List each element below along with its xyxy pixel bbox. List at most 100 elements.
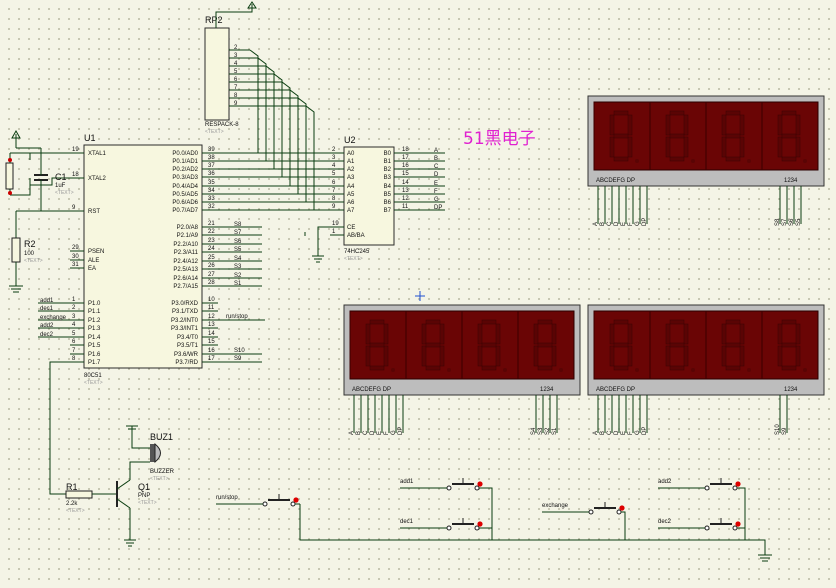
u1-pin-name: P2.7/A15 [173, 284, 198, 290]
segment [439, 323, 445, 345]
buz1-text: <TEXT> [150, 476, 169, 482]
u2-buffer[interactable]: U2 74HC245 <TEXT> 2A03A14A25A36A47A58A69… [330, 135, 445, 262]
segment [425, 319, 441, 325]
p2-net-label: S7 [234, 230, 242, 236]
display-pin-label: G [391, 430, 397, 435]
segment [481, 342, 497, 348]
add1-button[interactable]: add1 [400, 478, 493, 540]
segment [613, 319, 629, 325]
segment [665, 114, 671, 136]
segment [613, 156, 629, 162]
u1-pin-number: 19 [72, 147, 79, 153]
u2-out-net-label: E [434, 181, 438, 187]
u1-microcontroller[interactable]: U1 80C51 <TEXT> 19XTAL118XTAL29RST29PSEN… [70, 133, 218, 386]
button-contact [446, 485, 452, 491]
segment [627, 114, 633, 136]
segment [477, 323, 483, 345]
dec2-button[interactable]: dec2 [658, 518, 745, 531]
u1-pin-name: P2.5/A13 [173, 267, 198, 273]
u2-pin-number: 7 [332, 188, 336, 194]
segment [669, 319, 685, 325]
p2-net-label: S8 [234, 222, 242, 228]
u2-pin-number: 13 [402, 188, 409, 194]
rp2-pin-number: 6 [234, 77, 238, 83]
q1-ref: Q1 [138, 482, 150, 492]
u1-pin-number: 28 [208, 280, 215, 286]
u1-pin-name: XTAL1 [88, 151, 107, 157]
u1-pin-number: 37 [208, 163, 215, 169]
rp2-pin-number: 4 [234, 61, 238, 67]
decimal-point [559, 368, 563, 372]
display-pin-label: D [614, 430, 620, 435]
u2-pin-number: 9 [332, 204, 336, 210]
r2-resistor[interactable]: R2 100 <TEXT> [11, 211, 43, 286]
buz1-ref: BUZ1 [150, 432, 173, 442]
u2-pin-number: 19 [332, 221, 339, 227]
p1-net-label: dec1 [40, 306, 54, 312]
display-digit-net: S1 [552, 427, 558, 435]
rp2-pin-number: 2 [234, 45, 238, 51]
button-contact [262, 501, 268, 507]
c1-capacitor[interactable]: C1 1uF <TEXT> [34, 160, 74, 211]
run-stop-button[interactable]: run/stop [216, 494, 300, 507]
display-pin-label: DP [642, 218, 648, 226]
button-contact [290, 501, 296, 507]
display-pin-label: E [621, 431, 627, 435]
r2-text: <TEXT> [24, 258, 43, 264]
u2-pin-name: A7 [347, 208, 355, 214]
u2-pin-name: A3 [347, 175, 355, 181]
u2-out-net-label: B [434, 156, 438, 162]
rp2-pin-number: 7 [234, 85, 238, 91]
u1-pin-name: P0.2/AD2 [172, 167, 198, 173]
display-seg-label: ABCDEFG DP [352, 387, 391, 393]
segment [495, 345, 501, 367]
p2-net-label: S5 [234, 247, 242, 253]
u1-type: 80C51 [84, 373, 102, 379]
u1-pin-number: 39 [208, 147, 215, 153]
u2-pin-name: A0 [347, 151, 355, 157]
display-pin-label: F [384, 431, 390, 435]
u2-pin-number: 3 [332, 155, 336, 161]
dec1-button[interactable]: dec1 [400, 518, 492, 531]
segment [725, 156, 741, 162]
display-digit-net: S7 [782, 218, 788, 226]
r1-resistor[interactable]: R1 2.2k <TEXT> [65, 482, 116, 514]
u1-pin-name: P1.7 [88, 360, 101, 366]
r2-value: 100 [24, 251, 35, 257]
u1-pin-name: P0.7/AD7 [172, 208, 198, 214]
u1-pin-name: P3.2/INT0 [171, 318, 199, 324]
u1-pin-number: 22 [208, 229, 215, 235]
u1-pin-name: P2.6/A14 [173, 276, 198, 282]
decimal-point [747, 368, 751, 372]
button-wire [737, 487, 746, 540]
buz1-buzzer[interactable]: BUZ1 BUZZER <TEXT> [126, 425, 175, 482]
q1-transistor[interactable]: Q1 PNP <TEXT> [116, 461, 157, 547]
u2-pin-name: B2 [384, 167, 392, 173]
p2-net-label: S4 [234, 256, 242, 262]
u1-pin-number: 4 [72, 322, 76, 328]
segment [725, 319, 741, 325]
display-digit-net: S4 [531, 427, 537, 435]
u2-pin-name: A2 [347, 167, 355, 173]
u1-pin-name: P2.4/A12 [173, 259, 198, 265]
u1-pin-name: P0.6/AD6 [172, 200, 198, 206]
segment [369, 319, 385, 325]
u2-text: <TEXT> [344, 256, 363, 262]
u1-pin-number: 30 [72, 254, 79, 260]
rp2-pin-number: 5 [234, 69, 238, 75]
segment [795, 345, 801, 367]
add2-button[interactable]: add2 [658, 478, 746, 540]
segment [627, 345, 633, 367]
exchange-button[interactable]: exchange [542, 502, 626, 540]
u2-out-net-label: DP [434, 205, 442, 211]
rp2-tap-wire [250, 65, 275, 169]
u1-pin-name: P3.7/RD [175, 360, 198, 366]
u1-pin-number: 35 [208, 180, 215, 186]
rp2-tap-wire [250, 89, 299, 194]
